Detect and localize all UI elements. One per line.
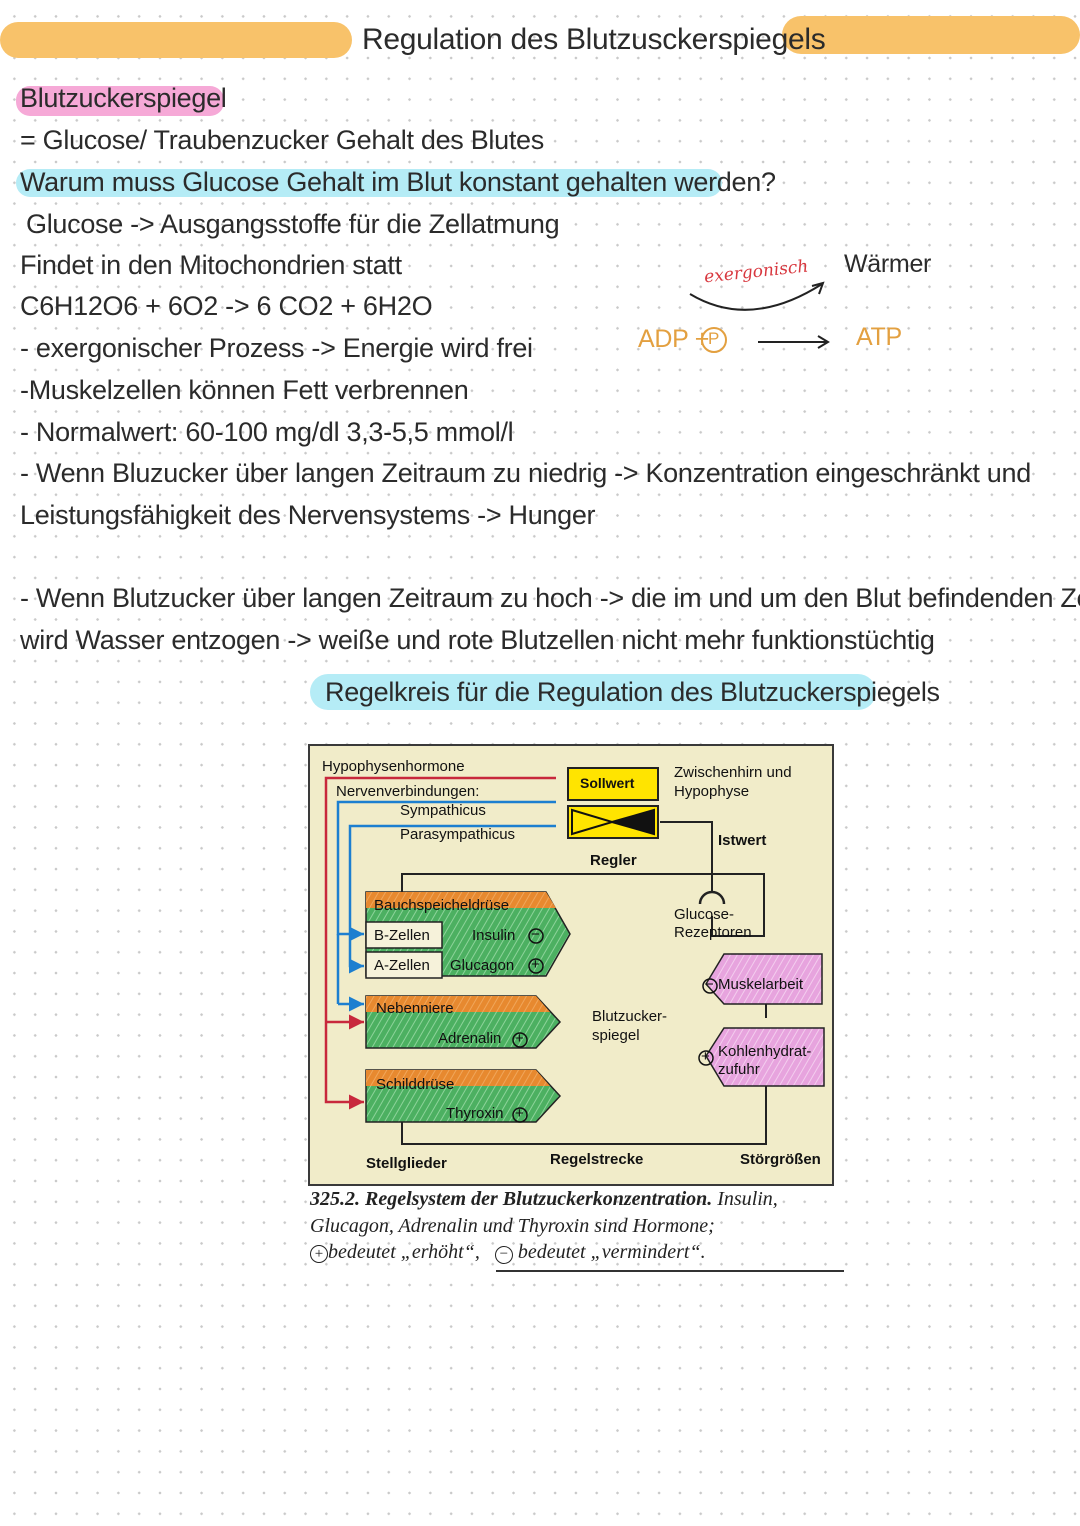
caption-rest: Insulin, — [712, 1188, 778, 1210]
text-line: -Muskelzellen können Fett verbrennen — [20, 375, 469, 405]
subheading: Regelkreis für die Regulation des Blutzu… — [325, 677, 940, 707]
section-heading: Blutzuckerspiegel — [20, 83, 227, 113]
page-title: Regulation des Blutzusckerspiegels — [362, 23, 826, 56]
text-line: - Wenn Bluzucker über langen Zeitraum zu… — [20, 458, 1031, 488]
caption-bold: Regelsystem der Blutzuckerkonzentration. — [365, 1188, 713, 1210]
schilddruese-label: Schilddrüse — [376, 1076, 455, 1093]
thyroxin-label: Thyroxin — [446, 1105, 504, 1122]
caption-underline — [496, 1270, 844, 1272]
regelstrecke-label: Regelstrecke — [550, 1151, 644, 1168]
arc-arrow-icon — [689, 281, 830, 353]
phosphate-symbol: P — [708, 329, 720, 348]
waermer-label: Wärmer — [844, 250, 932, 278]
text-line: Leistungsfähigkeit des Nervensystems -> … — [20, 500, 596, 530]
bauchspeicheldruese-label: Bauchspeicheldrüse — [374, 897, 510, 914]
insulin-label: Insulin — [472, 927, 516, 944]
caption-erhoeht: bedeutet „erhöht“, — [328, 1241, 480, 1263]
plus-sign: + — [515, 1030, 524, 1047]
regelkreis-figure: Hypophysenhormone Nervenverbindungen: Sy… — [308, 744, 834, 1186]
b-zellen-label: B-Zellen — [374, 927, 430, 944]
kohlenhydrat-label: Kohlenhydrat- — [718, 1043, 812, 1060]
equation-line: C6H12O6 + 6O2 -> 6 CO2 + 6H2O — [20, 291, 433, 321]
text-line: - Wenn Blutzucker über langen Zeitraum z… — [20, 583, 1080, 613]
plus-sign: + — [515, 1105, 524, 1122]
question-highlight — [16, 169, 722, 197]
atp-label: ATP — [856, 323, 902, 351]
question-line: Warum muss Glucose Gehalt im Blut konsta… — [20, 167, 776, 197]
text-line: wird Wasser entzogen -> weiße und rote B… — [20, 625, 935, 655]
glucagon-label: Glucagon — [450, 957, 515, 974]
text-line: - exergonischer Prozess -> Energie wird … — [20, 333, 533, 363]
stellglieder-label: Stellglieder — [366, 1155, 447, 1172]
plus-circle-icon: + — [310, 1245, 328, 1263]
definition-line: = Glucose/ Traubenzucker Gehalt des Blut… — [20, 125, 544, 155]
minus-sign: − — [705, 976, 714, 993]
text-line: Glucose -> Ausgangsstoffe für die Zellat… — [26, 209, 560, 239]
atp-sketch: exergonisch Wärmer ADP + P ATP — [630, 250, 932, 360]
spiegel-label: spiegel — [592, 1027, 640, 1044]
minus-sign: − — [531, 926, 540, 943]
nebenniere-label: Nebenniere — [376, 1000, 454, 1017]
zwischenhirn-label: Zwischenhirn und — [674, 764, 792, 781]
sollwert-label: Sollwert — [580, 775, 635, 791]
sympathicus-label: Sympathicus — [400, 802, 486, 819]
adrenalin-label: Adrenalin — [438, 1030, 502, 1047]
nervenverbindungen-label: Nervenverbindungen: — [336, 783, 480, 800]
figure-caption: 325.2. Regelsystem der Blutzuckerkonzent… — [310, 1188, 778, 1211]
glucose-rezeptoren-label: Glucose- — [674, 906, 735, 923]
plus-sign: + — [531, 956, 540, 973]
caption-vermindert: bedeutet „vermindert“. — [517, 1241, 706, 1263]
muskelarbeit-label: Muskelarbeit — [718, 976, 804, 993]
plus-sign: + — [701, 1048, 710, 1065]
heading-highlight — [16, 86, 224, 116]
caption-line-2: Glucagon, Adrenalin und Thyroxin sind Ho… — [310, 1215, 715, 1237]
text-line: Findet in den Mitochondrien statt — [20, 250, 402, 280]
text-line: - Normalwert: 60-100 mg/dl 3,3-5,5 mmol/… — [20, 417, 514, 447]
zufuhr-label: zufuhr — [718, 1061, 760, 1078]
regler-label: Regler — [590, 852, 637, 869]
stoergroessen-label: Störgrößen — [740, 1151, 821, 1168]
regelkreis-lines — [324, 767, 825, 1145]
title-highlight-right — [782, 16, 1080, 54]
caption-line-3: +bedeutet „erhöht“, − bedeutet „verminde… — [310, 1241, 706, 1264]
hypophysenhormone-label: Hypophysenhormone — [322, 758, 465, 775]
minus-circle-icon: − — [494, 1246, 513, 1264]
blutzucker-label: Blutzucker- — [592, 1008, 668, 1025]
title-highlight-left — [0, 22, 352, 58]
istwert-label: Istwert — [718, 832, 767, 849]
caption-number: 325.2. — [310, 1188, 360, 1210]
rezeptoren-label: Rezeptoren — [674, 924, 752, 941]
parasympathicus-label: Parasympathicus — [400, 826, 516, 843]
a-zellen-label: A-Zellen — [374, 957, 430, 974]
hypophyse-label: Hypophyse — [674, 783, 750, 800]
subheading-highlight — [310, 674, 876, 710]
adp-label: ADP + — [638, 325, 709, 353]
